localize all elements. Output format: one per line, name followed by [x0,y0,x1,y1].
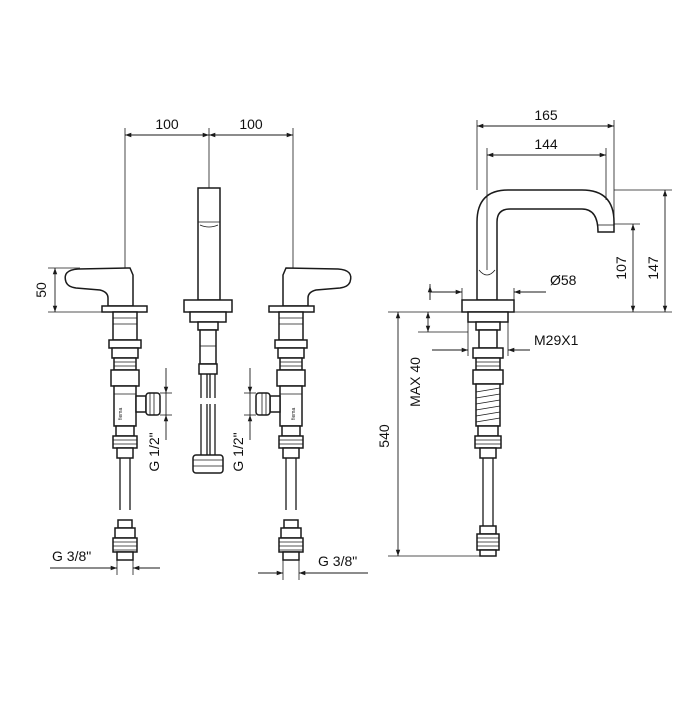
hose-length-label: 540 [376,424,392,448]
front-dimensions: 100 100 50 G 1/2" G 1/2" G 3/8" G 3/8" [33,116,368,580]
reach-total-label: 165 [534,107,558,123]
thread-hose-right-label: G 3/8" [318,553,357,569]
svg-text:fiema: fiema [291,408,297,420]
center-spout [183,187,233,474]
thread-hose-left-label: G 3/8" [52,548,91,564]
handle-height-label: 50 [33,282,49,298]
reach-inner-label: 144 [534,136,558,152]
thread-hatch [475,387,501,423]
max-deck-thickness-label: MAX 40 [407,357,423,407]
side-view-spout [461,189,615,557]
svg-text:fiema: fiema [118,408,124,420]
base-diameter-label: Ø58 [550,272,577,288]
spout-total-height-label: 147 [645,256,661,280]
left-valve: fiema [64,267,161,561]
spacing-right-label: 100 [239,116,263,132]
thread-inlet-left-label: G 1/2" [146,432,162,471]
mount-thread-label: M29X1 [534,332,579,348]
spacing-left-label: 100 [155,116,179,132]
spout-outlet-height-label: 107 [613,256,629,280]
right-valve: fiema [255,267,352,561]
thread-inlet-right-label: G 1/2" [230,432,246,471]
side-dimensions: 165 144 147 107 Ø58 M29X1 MA [376,107,672,557]
